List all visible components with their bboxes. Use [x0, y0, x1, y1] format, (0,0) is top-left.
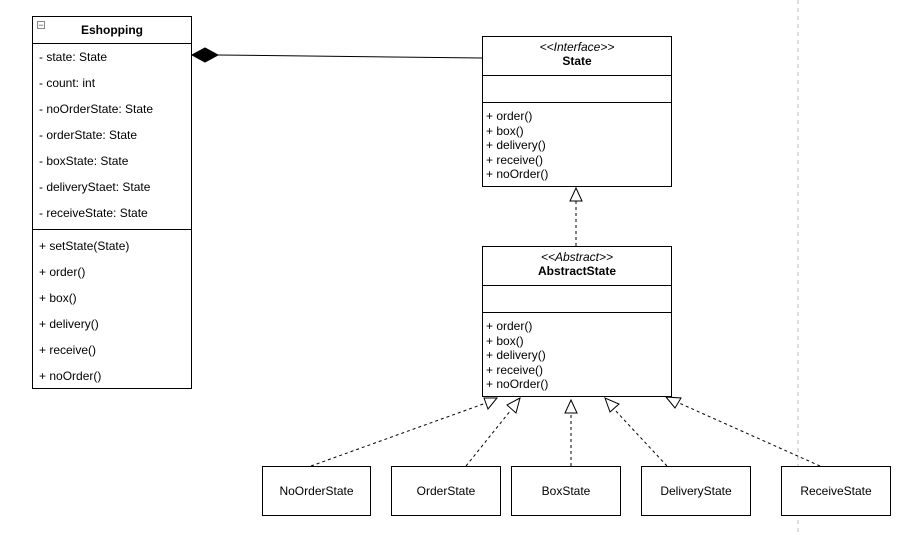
method-noorder: + noOrder(): [39, 369, 102, 383]
divider: [483, 312, 671, 313]
abstractstate-method-receive: + receive(): [486, 363, 544, 377]
divider: [33, 43, 191, 44]
method-delivery: + delivery(): [39, 317, 99, 331]
abstractstate-method-noorder: + noOrder(): [486, 377, 549, 391]
deliverystate-label: DeliveryState: [660, 484, 732, 498]
orderstate-label: OrderState: [416, 484, 476, 498]
receivestate-class[interactable]: ReceiveState: [781, 466, 891, 516]
method-receive: + receive(): [39, 343, 97, 357]
eshopping-class-name: Eshopping: [81, 23, 143, 37]
divider: [483, 75, 671, 76]
state-method-order: + order(): [486, 109, 533, 123]
realization-arrowhead: [569, 186, 583, 202]
divider: [483, 285, 671, 286]
state-method-receive: + receive(): [486, 153, 544, 167]
attribute-noorderstate: - noOrderState: State: [39, 102, 154, 116]
attribute-state: - state: State: [39, 50, 108, 64]
abstractstate-method-box: + box(): [486, 334, 524, 348]
attribute-deliverystaet: - deliveryStaet: State: [39, 180, 151, 194]
inherit-arrow-order: [506, 397, 521, 414]
state-method-noorder: + noOrder(): [486, 167, 549, 181]
inherit-arrow-noorder: [483, 397, 499, 410]
inherit-line-delivery: [613, 408, 668, 467]
orderstate-class[interactable]: OrderState: [391, 466, 501, 516]
state-interface[interactable]: <<Interface>> State + order() + box() + …: [482, 36, 672, 187]
abstractstate-method-delivery: + delivery(): [486, 348, 546, 362]
abstractstate-method-order: + order(): [486, 319, 533, 333]
method-setstate: + setState(State): [39, 239, 130, 253]
boxstate-class[interactable]: BoxState: [511, 466, 621, 516]
attribute-boxstate: - boxState: State: [39, 154, 129, 168]
inherit-line-order: [465, 409, 512, 467]
method-box: + box(): [39, 291, 77, 305]
state-class-name: State: [562, 54, 592, 68]
abstractstate-stereotype: <<Abstract>>: [540, 250, 614, 264]
receivestate-label: ReceiveState: [800, 484, 872, 498]
divider: [33, 229, 191, 230]
composition-line: [217, 54, 483, 59]
abstractstate-class-name: AbstractState: [537, 264, 617, 278]
abstractstate-class[interactable]: <<Abstract>> AbstractState + order() + b…: [482, 246, 672, 397]
eshopping-class[interactable]: − Eshopping - state: State - count: int …: [32, 16, 192, 389]
attribute-receivestate: - receiveState: State: [39, 206, 148, 220]
state-stereotype: <<Interface>>: [539, 40, 615, 54]
divider: [483, 102, 671, 103]
collapse-icon[interactable]: −: [37, 20, 45, 30]
boxstate-label: BoxState: [541, 484, 591, 498]
noorderstate-class[interactable]: NoOrderState: [262, 466, 371, 516]
inherit-arrow-receive: [664, 396, 682, 409]
state-method-delivery: + delivery(): [486, 138, 546, 152]
attribute-orderstate: - orderState: State: [39, 128, 138, 142]
state-method-box: + box(): [486, 124, 524, 138]
deliverystate-class[interactable]: DeliveryState: [641, 466, 751, 516]
inherit-line-noorder: [310, 402, 487, 467]
noorderstate-label: NoOrderState: [279, 484, 354, 498]
composition-diamond: [190, 47, 220, 63]
inherit-arrow-box: [564, 398, 578, 414]
inherit-line-receive: [678, 402, 821, 467]
attribute-count: - count: int: [39, 76, 96, 90]
inherit-arrow-delivery: [604, 397, 620, 413]
method-order: + order(): [39, 265, 86, 279]
